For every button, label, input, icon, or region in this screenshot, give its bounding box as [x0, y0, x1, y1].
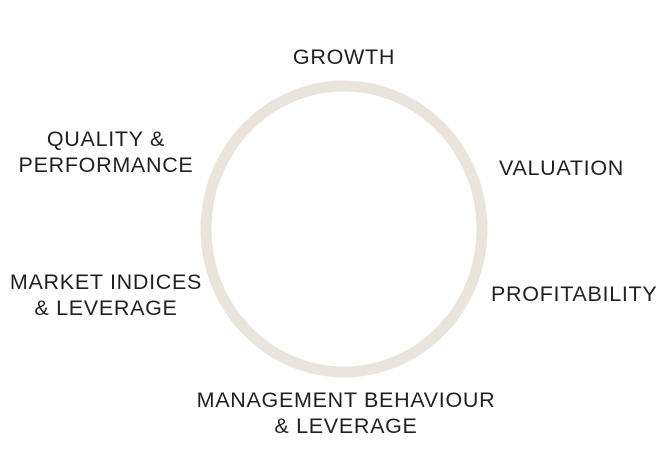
label-quality-performance-line-2: PERFORMANCE — [18, 153, 194, 177]
label-valuation: VALUATION — [499, 155, 624, 181]
label-management-behaviour-line-2: & LEVERAGE — [274, 414, 418, 438]
label-growth: GROWTH — [293, 44, 395, 70]
label-market-indices-line-1: MARKET INDICES — [9, 270, 203, 294]
ring-ellipse — [200, 80, 488, 378]
label-growth-line-1: GROWTH — [292, 45, 396, 69]
label-quality-performance-line-1: QUALITY & — [46, 127, 166, 151]
label-market-indices: MARKET INDICES & LEVERAGE — [10, 269, 202, 321]
label-profitability: PROFITABILITY — [491, 281, 657, 307]
label-quality-performance: QUALITY & PERFORMANCE — [19, 126, 194, 178]
label-market-indices-line-2: & LEVERAGE — [34, 296, 178, 320]
label-valuation-line-1: VALUATION — [499, 156, 624, 180]
label-management-behaviour-line-1: MANAGEMENT BEHAVIOUR — [196, 388, 496, 412]
label-management-behaviour: MANAGEMENT BEHAVIOUR & LEVERAGE — [197, 387, 496, 439]
label-profitability-line-1: PROFITABILITY — [491, 282, 658, 306]
